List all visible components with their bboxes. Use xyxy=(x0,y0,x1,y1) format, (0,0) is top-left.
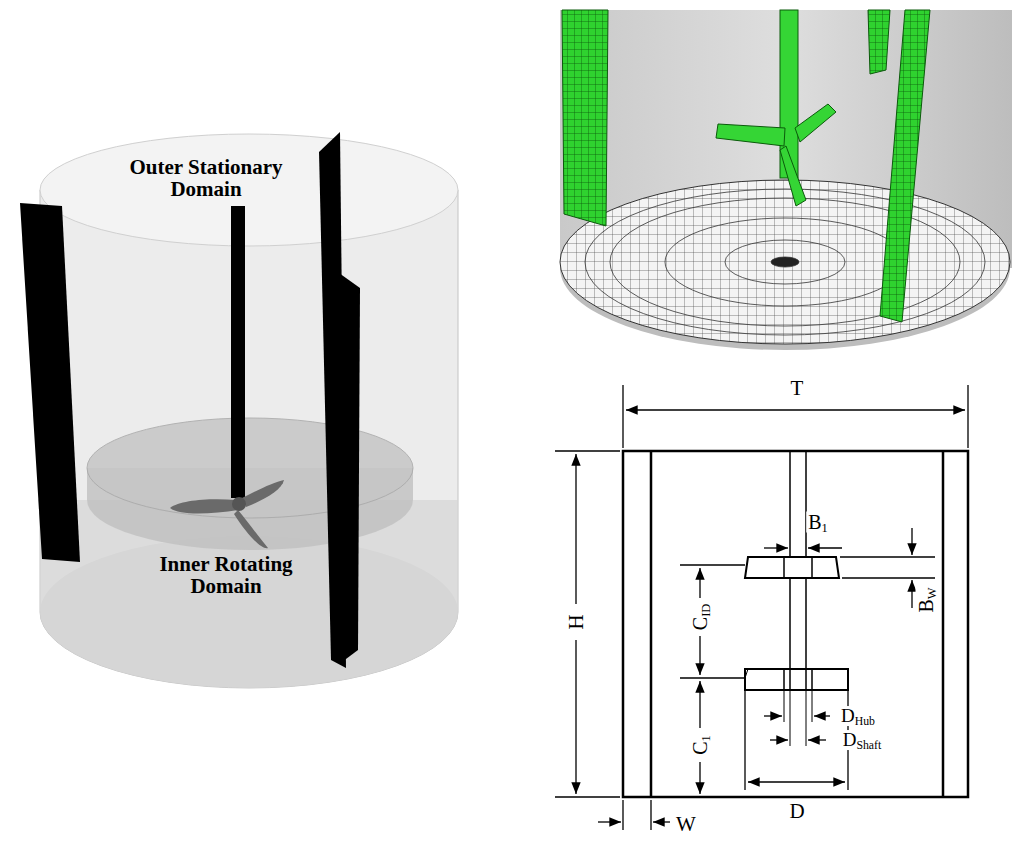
dimension-line xyxy=(764,715,782,716)
extension-line xyxy=(555,450,620,451)
dimension-label: DShaft xyxy=(841,730,884,750)
shaft xyxy=(231,206,245,498)
extension-line xyxy=(812,690,813,722)
dimension-line xyxy=(653,821,670,822)
dimension-label: D xyxy=(787,800,806,822)
extension-line xyxy=(790,690,791,746)
dimension-line xyxy=(626,409,965,410)
extension-line xyxy=(650,800,651,830)
dimension-line xyxy=(911,580,912,608)
extension-line xyxy=(967,385,968,448)
baffle xyxy=(332,268,360,662)
mesh-disk xyxy=(560,180,1010,344)
domain-label: Outer Stationary Domain xyxy=(106,156,306,200)
dimension-line xyxy=(699,636,700,675)
mesh-baffle xyxy=(868,10,890,74)
dimension-line xyxy=(748,781,845,782)
dimension-line xyxy=(699,568,700,598)
mesh-rings xyxy=(585,189,985,335)
impeller-blade xyxy=(234,510,268,548)
dimension-line xyxy=(808,547,842,548)
rotating-domain-top xyxy=(87,418,413,518)
dimension-line xyxy=(814,715,830,716)
extension-line xyxy=(806,690,807,746)
extension-line xyxy=(840,556,935,557)
extension-line xyxy=(680,564,745,565)
extension-line xyxy=(555,796,620,797)
mesh-blade xyxy=(780,146,806,206)
impeller-hub xyxy=(232,497,246,511)
dimension-label: DHub xyxy=(839,706,877,726)
baffle-line xyxy=(942,451,945,797)
mesh-baffle xyxy=(562,10,608,226)
dimension-label: C1 xyxy=(690,733,711,757)
dimension-line xyxy=(575,640,576,794)
tank-outline xyxy=(623,451,968,797)
dimension-label: H xyxy=(565,612,587,631)
extension-line xyxy=(842,577,935,578)
mesh-render xyxy=(560,10,1012,350)
dimension-label: T xyxy=(789,377,806,399)
baffle xyxy=(20,203,80,562)
mesh-blade xyxy=(716,124,785,146)
mesh-blade xyxy=(795,104,836,142)
dimension-line xyxy=(808,739,826,740)
lower-impeller xyxy=(745,669,848,690)
dimension-label: B1 xyxy=(806,512,830,533)
dimension-line xyxy=(575,454,576,604)
dimension-line xyxy=(699,762,700,794)
tank-wall xyxy=(40,190,458,688)
dimension-label: CID xyxy=(690,602,711,632)
domain-label: Inner Rotating Domain xyxy=(131,553,321,597)
dimension-line xyxy=(699,681,700,728)
extension-line xyxy=(622,800,623,830)
tank-lower-wall xyxy=(40,500,458,688)
tank-3d xyxy=(20,132,458,688)
impeller-blade xyxy=(170,499,238,513)
baffle-line xyxy=(650,451,653,797)
dimension-line xyxy=(770,739,788,740)
dimension-line xyxy=(911,528,912,555)
extension-line xyxy=(680,677,745,678)
extension-line xyxy=(784,690,785,722)
dimension-label: W xyxy=(674,813,698,835)
upper-impeller xyxy=(745,557,839,578)
mesh-baffle xyxy=(880,10,930,322)
dimension-label: BW xyxy=(916,585,937,614)
tank-top xyxy=(40,134,458,246)
extension-line xyxy=(744,690,745,790)
impeller-blade xyxy=(242,480,284,507)
schematic xyxy=(555,385,968,830)
dimension-line xyxy=(598,821,621,822)
dimension-line xyxy=(764,547,788,548)
extension-line xyxy=(622,385,623,448)
